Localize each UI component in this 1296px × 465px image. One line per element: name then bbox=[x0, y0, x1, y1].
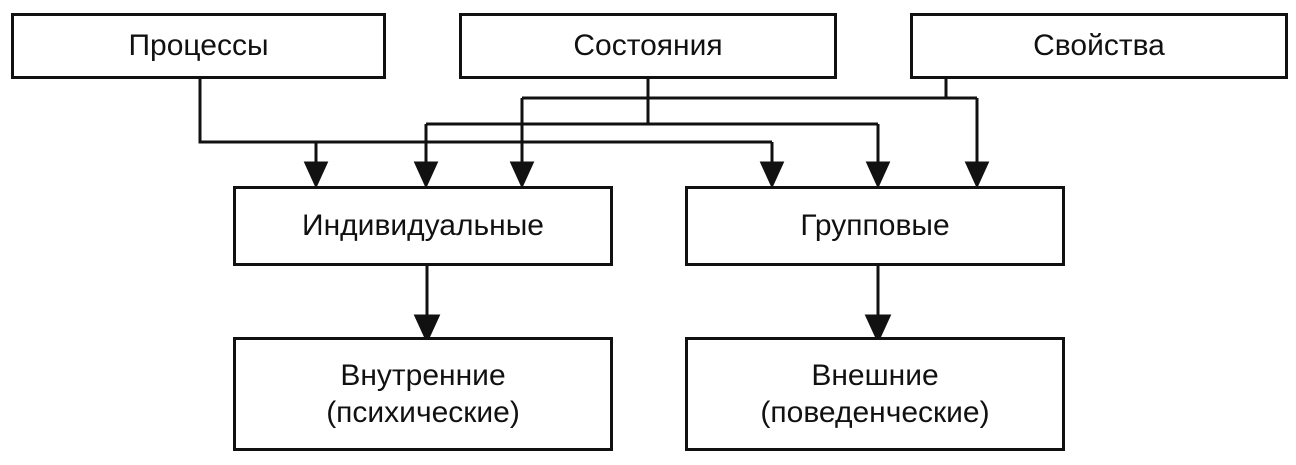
internal-label-line1: Внутренние bbox=[340, 358, 506, 392]
external-label-line1: Внешние bbox=[811, 358, 939, 392]
individual-label: Индивидуальные bbox=[302, 209, 544, 243]
arrowhead bbox=[865, 161, 891, 189]
external-label-line2: (поведенческие) bbox=[760, 396, 990, 429]
states-label: Состояния bbox=[573, 29, 723, 63]
external-box: Внешние (поведенческие) bbox=[685, 337, 1065, 451]
connector-states bbox=[426, 78, 650, 126]
arrowhead bbox=[759, 161, 785, 189]
connector-processes bbox=[198, 78, 772, 144]
internal-label-line2: (психические) bbox=[326, 396, 520, 429]
arrowhead bbox=[864, 314, 892, 344]
arrowhead bbox=[964, 161, 990, 189]
arrowhead bbox=[413, 314, 441, 344]
individual-box: Индивидуальные bbox=[233, 186, 613, 266]
states-box: Состояния bbox=[459, 13, 837, 79]
properties-box: Свойства bbox=[910, 13, 1288, 79]
group-box: Групповые bbox=[685, 186, 1065, 266]
arrowhead bbox=[303, 161, 329, 189]
group-label: Групповые bbox=[800, 209, 950, 243]
arrowhead bbox=[413, 161, 439, 189]
connector-properties bbox=[522, 78, 948, 100]
arrowhead bbox=[509, 161, 535, 189]
processes-label: Процессы bbox=[128, 29, 269, 63]
properties-label: Свойства bbox=[1033, 29, 1165, 63]
internal-box: Внутренние (психические) bbox=[233, 337, 613, 451]
processes-box: Процессы bbox=[11, 13, 386, 79]
